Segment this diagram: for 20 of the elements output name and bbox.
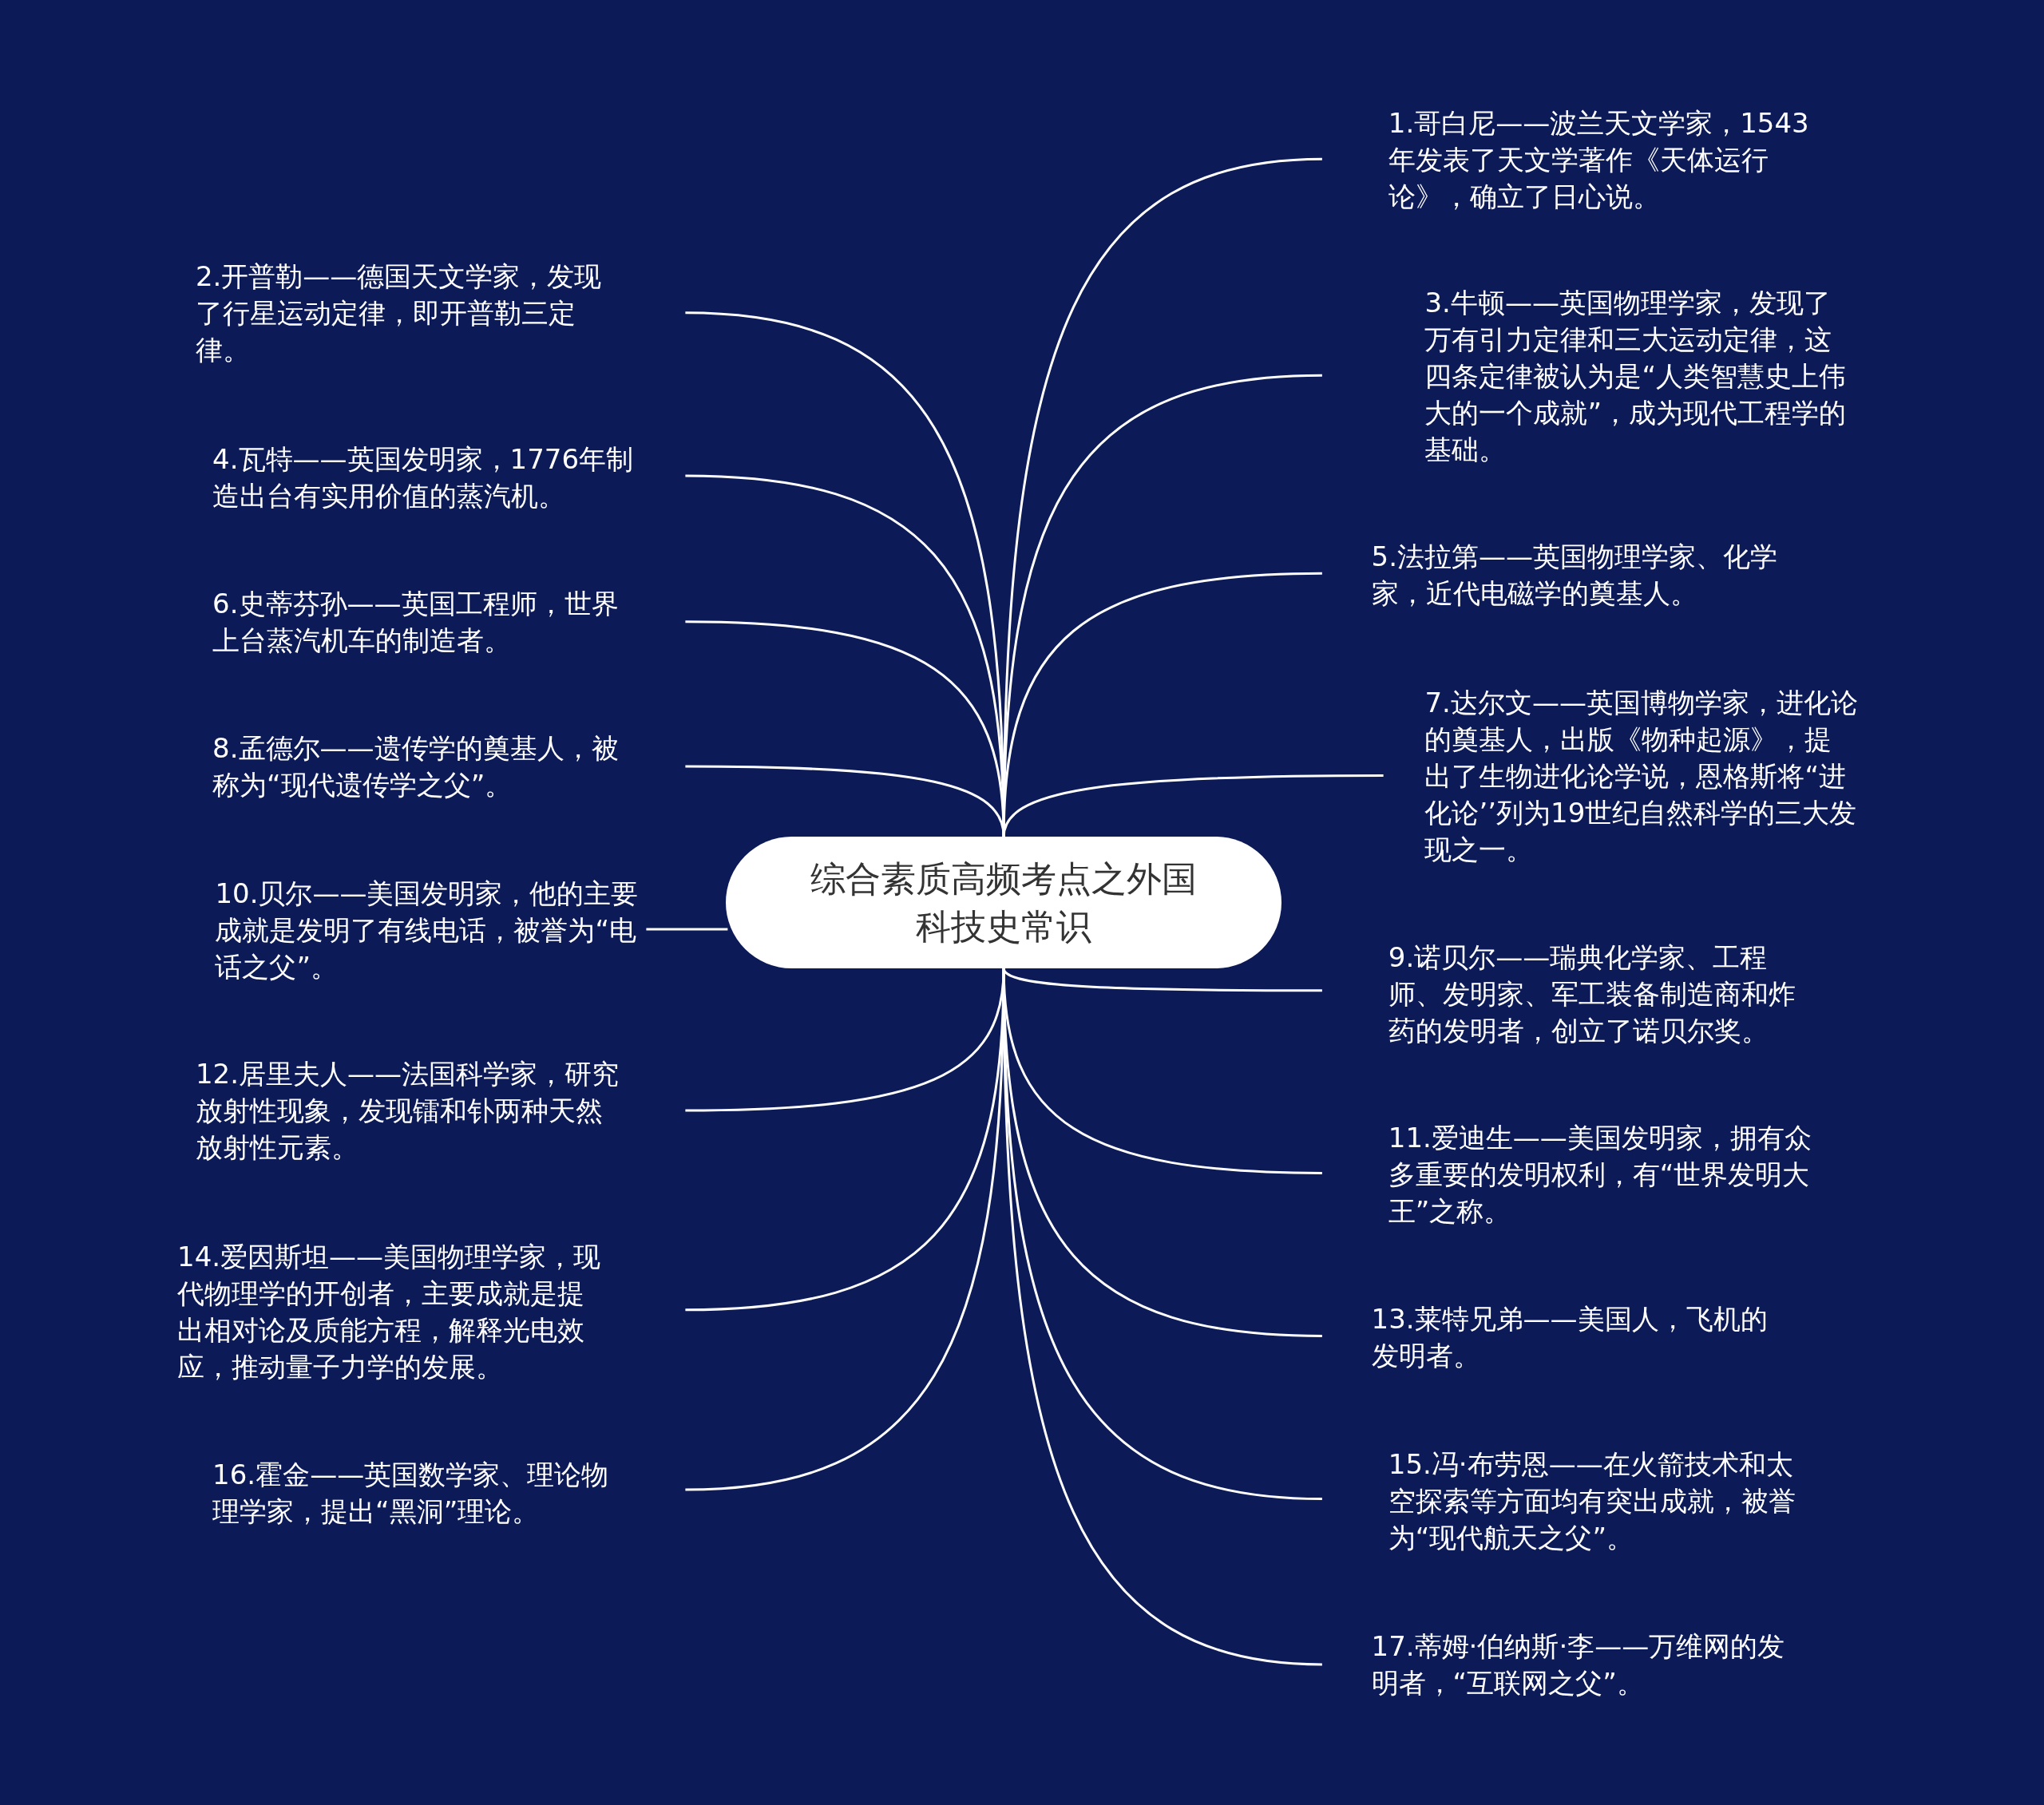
topic-text: 3.牛顿——英国物理学家，发现了万有引力定律和三大运动定律，这四条定律被认为是“人类智慧史上伟大的一个成就”，成为现代工程学的基础。	[1424, 285, 1848, 467]
connector-line	[685, 765, 1005, 837]
topic-text: 16.霍金——英国数学家、理论物理学家，提出“黑洞”理论。	[212, 1457, 610, 1529]
topic-text: 15.冯·布劳恩——在火箭技术和太空探索等方面均有突出成就，被誉为“现代航天之父”。	[1388, 1447, 1796, 1555]
topic-text: 12.居里夫人——法国科学家，研究放射性现象，发现镭和钋两种天然放射性元素。	[195, 1057, 620, 1166]
topic-text: 14.爱因斯坦——美国物理学家，现代物理学的开创者，主要成就是提出相对论及质能方程，解释光电效应，推动量子力学的发展。	[177, 1240, 602, 1384]
topic-text: 13.莱特兄弟——美国人，飞机的发明者。	[1371, 1302, 1769, 1374]
topic-text: 2.开普勒——德国天文学家，发现了行星运动定律，即开普勒三定律。	[195, 259, 603, 368]
topic-text: 8.孟德尔——遗传学的奠基人，被称为“现代遗传学之父”。	[212, 731, 620, 803]
connector-line	[646, 928, 728, 931]
topic-text: 9.诺贝尔——瑞典化学家、工程师、发明家、军工装备制造商和炸药的发明者，创立了诺贝尔奖。	[1388, 940, 1796, 1048]
topic-text: 7.达尔文——英国博物学家，进化论的奠基人，出版《物种起源》，提出了生物进化论学说，恩格斯将“进化论’’列为19世纪自然科学的三大发现之一。	[1424, 686, 1859, 868]
topic-text: 1.哥白尼——波兰天文学家，1543年发表了天文学著作《天体运行论》，确立了日心说。	[1388, 105, 1810, 214]
topic-text: 6.史蒂芬孙——英国工程师，世界上台蒸汽机车的制造者。	[212, 587, 620, 659]
topic-text: 4.瓦特——英国发明家，1776年制造出台有实用价值的蒸汽机。	[212, 441, 635, 513]
topic-text: 5.法拉第——英国物理学家、化学家，近代电磁学的奠基人。	[1371, 540, 1778, 612]
topic-text: 10.贝尔——美国发明家，他的主要成就是发明了有线电话，被誉为“电话之父”。	[215, 876, 640, 984]
topic-text: 11.爱迪生——美国发明家，拥有众多重要的发明权利，有“世界发明大王”之称。	[1388, 1121, 1812, 1229]
topic-text: 17.蒂姆·伯纳斯·李——万维网的发明者，“互联网之父”。	[1371, 1629, 1786, 1701]
central-topic: 综合素质高频考点之外国科技史常识	[726, 837, 1281, 969]
